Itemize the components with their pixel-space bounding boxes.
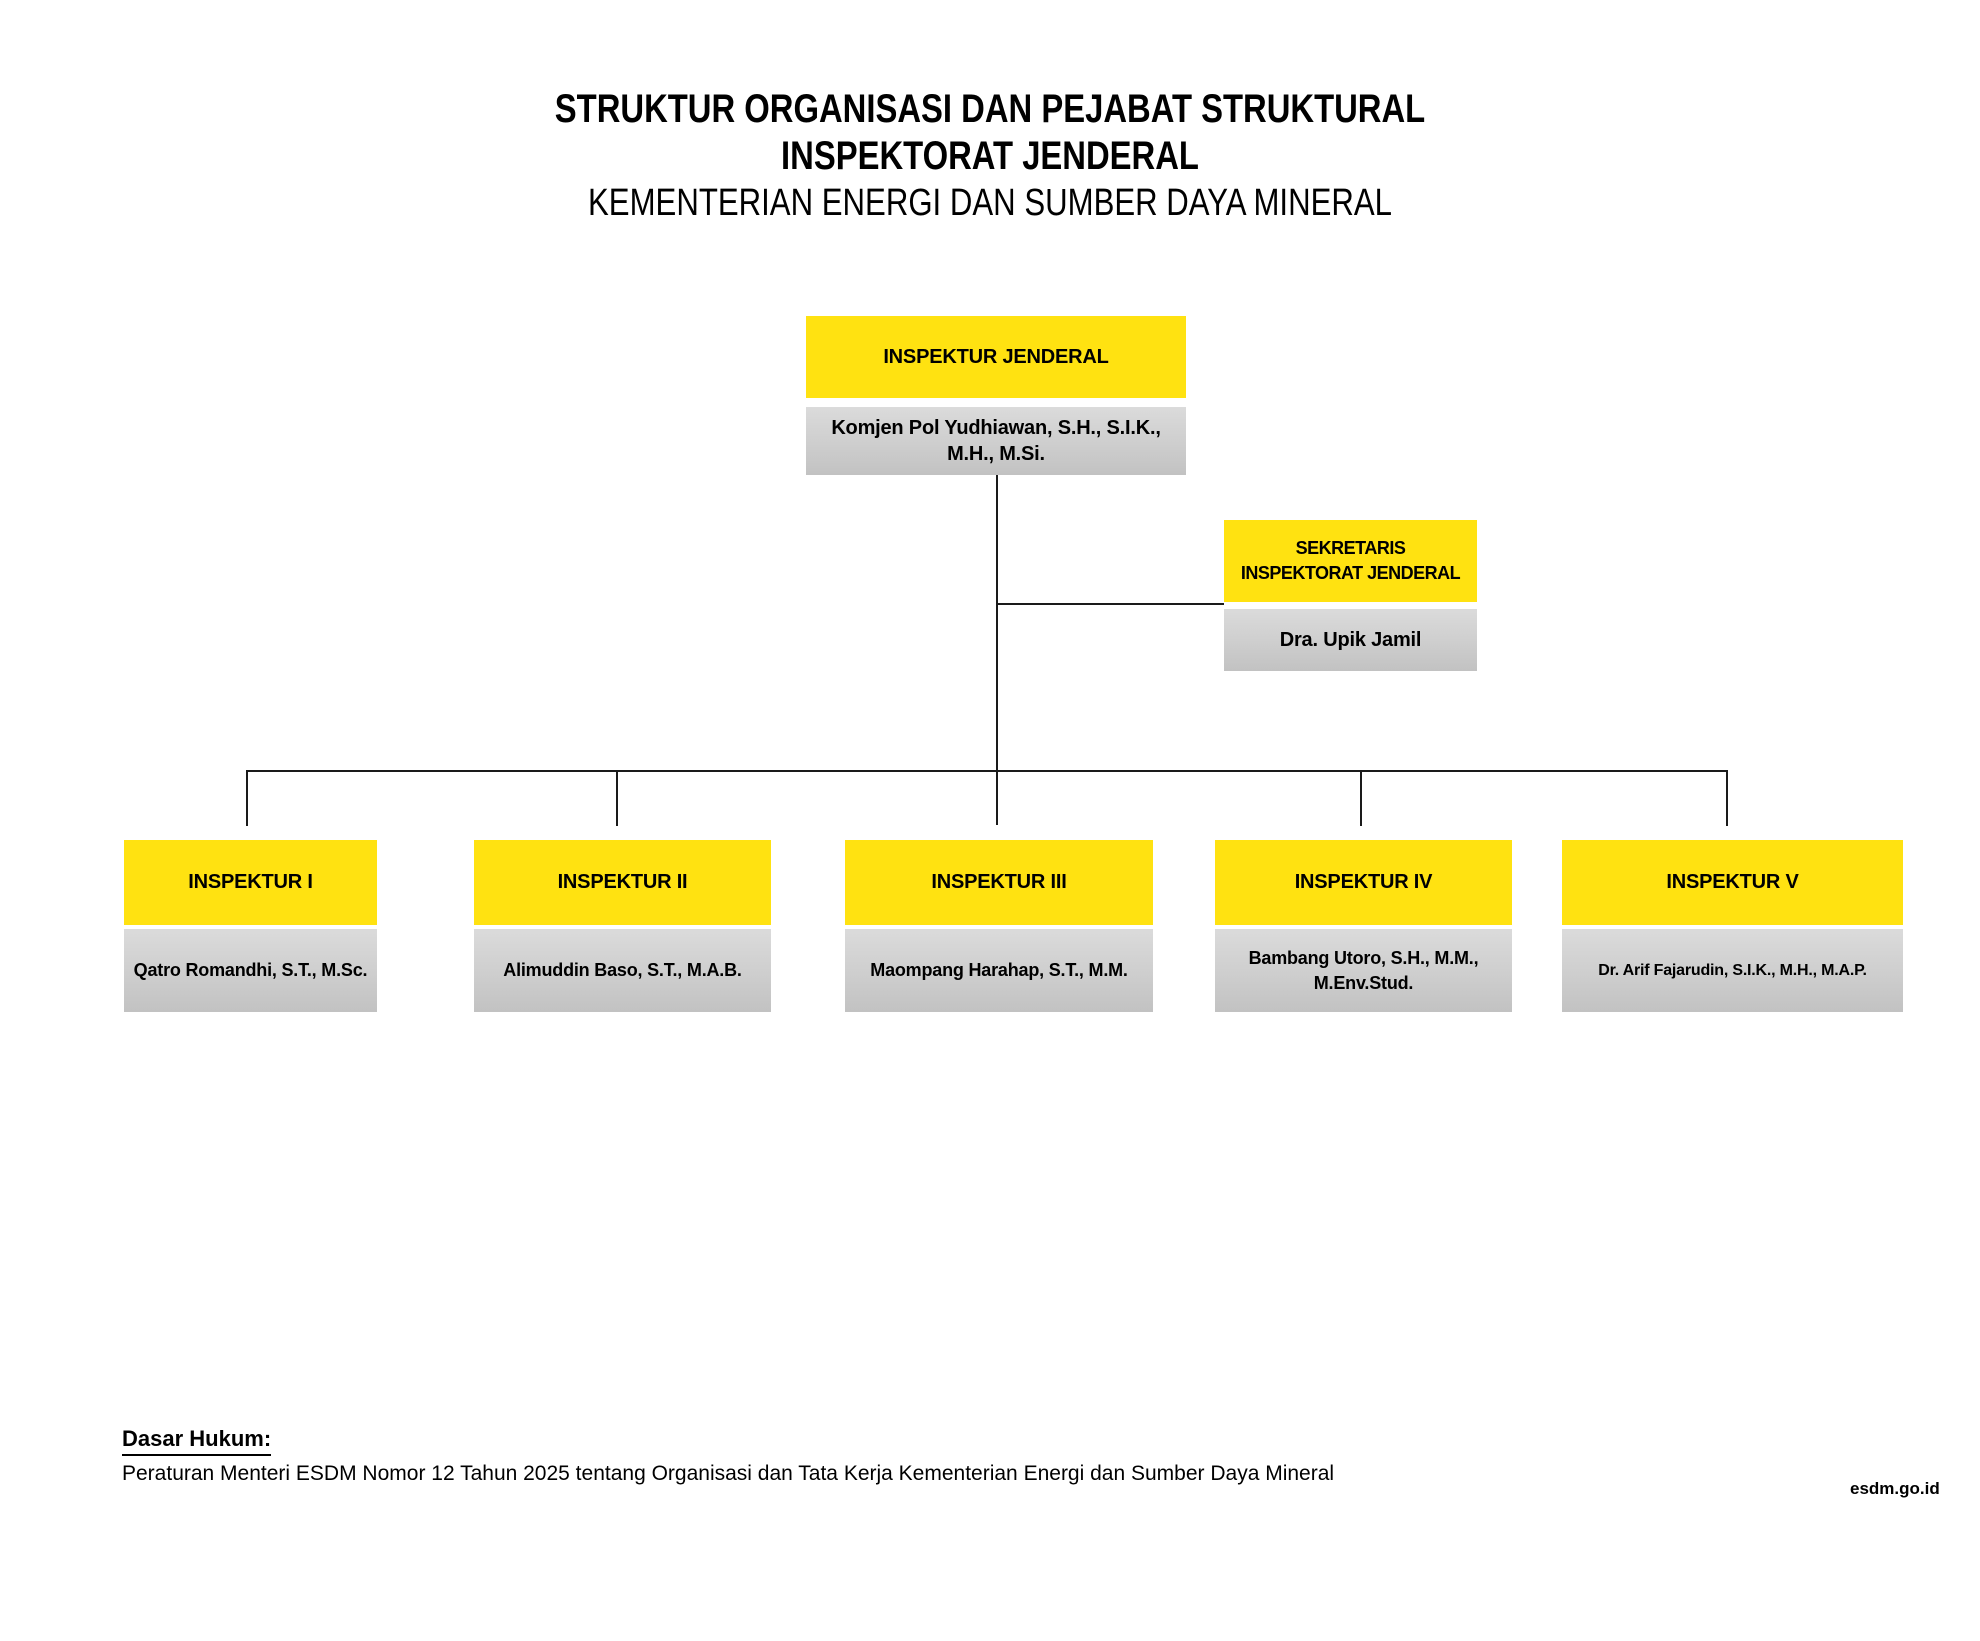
name-box-inspektur-5: Dr. Arif Fajarudin, S.I.K., M.H., M.A.P. [1562, 929, 1903, 1012]
connector-drop-inspektur-4 [1360, 770, 1362, 826]
role-box-inspektur-2: INSPEKTUR II [474, 840, 771, 925]
role-label: INSPEKTUR JENDERAL [883, 345, 1109, 368]
title-line-1: STRUKTUR ORGANISASI DAN PEJABAT STRUKTUR… [554, 87, 1426, 131]
connector-secretary-branch [997, 603, 1224, 605]
role-label: INSPEKTUR V [1666, 871, 1799, 893]
connector-root-vertical [996, 475, 998, 825]
official-name: Maompang Harahap, S.T., M.M. [870, 960, 1128, 980]
legal-basis-text: Peraturan Menteri ESDM Nomor 12 Tahun 20… [122, 1462, 1335, 1485]
role-box-inspektur-5: INSPEKTUR V [1562, 840, 1903, 925]
website-label: esdm.go.id [1850, 1479, 1940, 1498]
official-name: Qatro Romandhi, S.T., M.Sc. [133, 960, 368, 980]
role-box-inspektur-3: INSPEKTUR III [845, 840, 1153, 925]
role-label-line-2: INSPEKTORAT JENDERAL [1240, 563, 1461, 583]
name-box-sekretaris: Dra. Upik Jamil [1224, 609, 1477, 671]
role-label: INSPEKTUR IV [1294, 871, 1433, 893]
connector-drop-inspektur-5 [1726, 770, 1728, 826]
legal-basis-heading: Dasar Hukum: [122, 1426, 272, 1456]
connector-drop-inspektur-2 [616, 770, 618, 826]
title-line-2: INSPEKTORAT JENDERAL [781, 134, 1199, 178]
official-name: Bambang Utoro, S.H., M.M., M.Env.Stud. [1248, 947, 1479, 993]
name-box-inspektur-3: Maompang Harahap, S.T., M.M. [845, 929, 1153, 1012]
name-box-inspektur-4: Bambang Utoro, S.H., M.M., M.Env.Stud. [1215, 929, 1512, 1012]
name-box-inspektur-1: Qatro Romandhi, S.T., M.Sc. [124, 929, 377, 1012]
role-label: INSPEKTUR II [557, 871, 688, 893]
role-label-line-1: SEKRETARIS [1295, 538, 1406, 558]
role-label: INSPEKTUR III [931, 871, 1067, 893]
connector-main-horizontal [246, 770, 1728, 772]
role-label: INSPEKTUR I [188, 871, 313, 893]
official-name: Alimuddin Baso, S.T., M.A.B. [503, 960, 742, 980]
role-box-inspektur-jenderal: INSPEKTUR JENDERAL [806, 316, 1186, 398]
role-box-inspektur-1: INSPEKTUR I [124, 840, 377, 925]
connector-drop-inspektur-1 [246, 770, 248, 826]
role-box-inspektur-4: INSPEKTUR IV [1215, 840, 1512, 925]
official-name: Komjen Pol Yudhiawan, S.H., S.I.K., M.H.… [831, 417, 1161, 465]
name-box-inspektur-jenderal: Komjen Pol Yudhiawan, S.H., S.I.K., M.H.… [806, 407, 1186, 475]
page-title: STRUKTUR ORGANISASI DAN PEJABAT STRUKTUR… [0, 86, 1980, 227]
official-name: Dra. Upik Jamil [1279, 629, 1422, 651]
name-box-inspektur-2: Alimuddin Baso, S.T., M.A.B. [474, 929, 771, 1012]
official-name: Dr. Arif Fajarudin, S.I.K., M.H., M.A.P. [1598, 961, 1867, 979]
role-box-sekretaris: SEKRETARIS INSPEKTORAT JENDERAL [1224, 520, 1477, 602]
title-line-3: KEMENTERIAN ENERGI DAN SUMBER DAYA MINER… [588, 182, 1392, 224]
